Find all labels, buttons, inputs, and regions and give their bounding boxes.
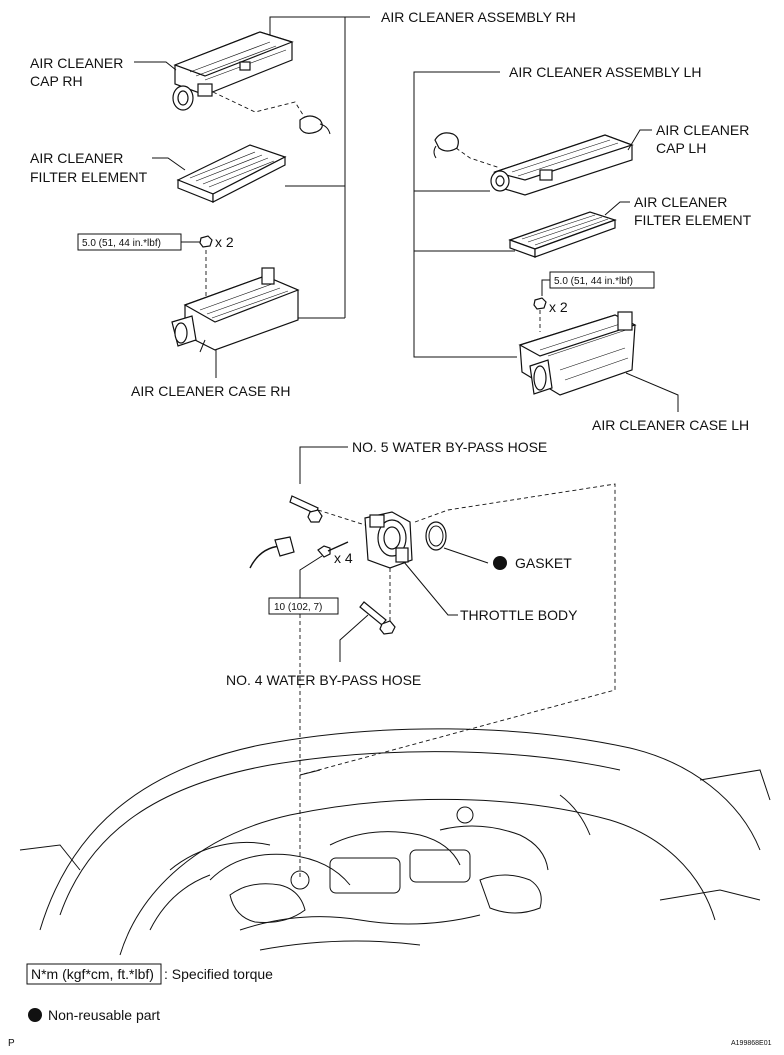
legend-nonreusable-icon bbox=[28, 1008, 42, 1022]
throttle-bolts-qty: x 4 bbox=[334, 550, 353, 566]
cap-rh-leader bbox=[134, 61, 177, 71]
nuts-lh-qty: x 2 bbox=[549, 299, 568, 315]
air-cleaner-cap-rh bbox=[172, 31, 294, 111]
filter-lh-label-line1: AIR CLEANER bbox=[634, 194, 727, 210]
torque-throttle-box bbox=[268, 597, 339, 615]
air-cleaner-filter-lh bbox=[508, 211, 617, 258]
throttle-body-group: NO. 5 WATER BY-PASS HOSE x 4 10 (102, 7) bbox=[226, 439, 616, 880]
throttle-connector bbox=[249, 536, 295, 569]
throttle-install-dash bbox=[299, 483, 616, 776]
hose4-leader bbox=[339, 614, 369, 662]
figure-code: A199868E01 bbox=[731, 1040, 772, 1047]
case-lh-leader bbox=[625, 372, 679, 412]
throttle-gasket bbox=[425, 521, 447, 551]
footer-left-mark: P bbox=[8, 1038, 15, 1049]
gasket-label: GASKET bbox=[515, 555, 572, 571]
cap-lh-label-line1: AIR CLEANER bbox=[656, 122, 749, 138]
nut-rh-icon bbox=[199, 235, 213, 248]
torque-lh-value: 5.0 (51, 44 in.*lbf) bbox=[554, 276, 633, 287]
nut-lh-icon bbox=[533, 297, 547, 310]
assembly-lh-bracket bbox=[413, 71, 517, 358]
nuts-rh-qty: x 2 bbox=[215, 234, 234, 250]
case-lh-label: AIR CLEANER CASE LH bbox=[592, 417, 749, 433]
legend: N*m (kgf*cm, ft.*lbf) : Specified torque… bbox=[26, 963, 273, 1023]
hose5-leader bbox=[299, 446, 348, 484]
assembly-rh-leader bbox=[269, 16, 370, 40]
air-cleaner-case-rh bbox=[171, 267, 300, 353]
hose4-clamp-icon bbox=[379, 620, 396, 635]
hose5-label: NO. 5 WATER BY-PASS HOSE bbox=[352, 439, 547, 455]
hose5-clamp-icon bbox=[307, 509, 323, 523]
engine-bay-illustration bbox=[19, 728, 771, 956]
legend-torque-box-text: N*m (kgf*cm, ft.*lbf) bbox=[31, 966, 154, 982]
cap-rh-label-line1: AIR CLEANER bbox=[30, 55, 123, 71]
legend-nonreusable-text: Non-reusable part bbox=[48, 1007, 160, 1023]
cap-rh-sensor-dash bbox=[212, 91, 306, 119]
no4-water-bypass-hose bbox=[359, 601, 387, 626]
throttle-body bbox=[364, 511, 413, 569]
torque-throttle-value: 10 (102, 7) bbox=[274, 602, 322, 613]
throttle-body-leader bbox=[403, 561, 458, 616]
filter-rh-label-line1: AIR CLEANER bbox=[30, 150, 123, 166]
hose4-label: NO. 4 WATER BY-PASS HOSE bbox=[226, 672, 421, 688]
assembly-rh-label: AIR CLEANER ASSEMBLY RH bbox=[381, 9, 576, 25]
filter-rh-label-line2: FILTER ELEMENT bbox=[30, 169, 148, 185]
torque-lh-leader bbox=[541, 279, 550, 296]
throttle-torque-leader bbox=[299, 555, 323, 598]
gasket-leader bbox=[443, 547, 489, 564]
assembly-lh-label: AIR CLEANER ASSEMBLY LH bbox=[509, 64, 701, 80]
throttle-body-label: THROTTLE BODY bbox=[460, 607, 578, 623]
filter-rh-leader bbox=[152, 157, 186, 171]
filter-lh-label-line2: FILTER ELEMENT bbox=[634, 212, 752, 228]
filter-lh-leader bbox=[604, 201, 630, 216]
hose5-dash bbox=[317, 509, 366, 526]
throttle-bolt-icon bbox=[317, 541, 349, 558]
case-rh-label: AIR CLEANER CASE RH bbox=[131, 383, 290, 399]
air-cleaner-cap-lh bbox=[490, 134, 634, 196]
torque-rh-value: 5.0 (51, 44 in.*lbf) bbox=[82, 238, 161, 249]
legend-torque-box bbox=[26, 963, 162, 985]
cap-lh-label-line2: CAP LH bbox=[656, 140, 706, 156]
air-cleaner-case-lh bbox=[518, 311, 637, 396]
cap-lh-leader bbox=[627, 129, 652, 151]
rh-air-cleaner-group: AIR CLEANER ASSEMBLY RH AIR CLEANER CAP … bbox=[30, 9, 576, 399]
air-cleaner-filter-rh bbox=[176, 144, 287, 203]
gasket-nonreusable-icon bbox=[493, 556, 507, 570]
mass-air-flow-sensor-lh bbox=[433, 132, 459, 159]
mass-air-flow-sensor-rh bbox=[299, 115, 331, 135]
cap-lh-sensor-dash bbox=[455, 147, 501, 169]
legend-torque-text: : Specified torque bbox=[164, 966, 273, 982]
cap-rh-label-line2: CAP RH bbox=[30, 73, 83, 89]
lh-air-cleaner-group: AIR CLEANER ASSEMBLY LH AIR CLEANER CAP … bbox=[413, 64, 752, 433]
